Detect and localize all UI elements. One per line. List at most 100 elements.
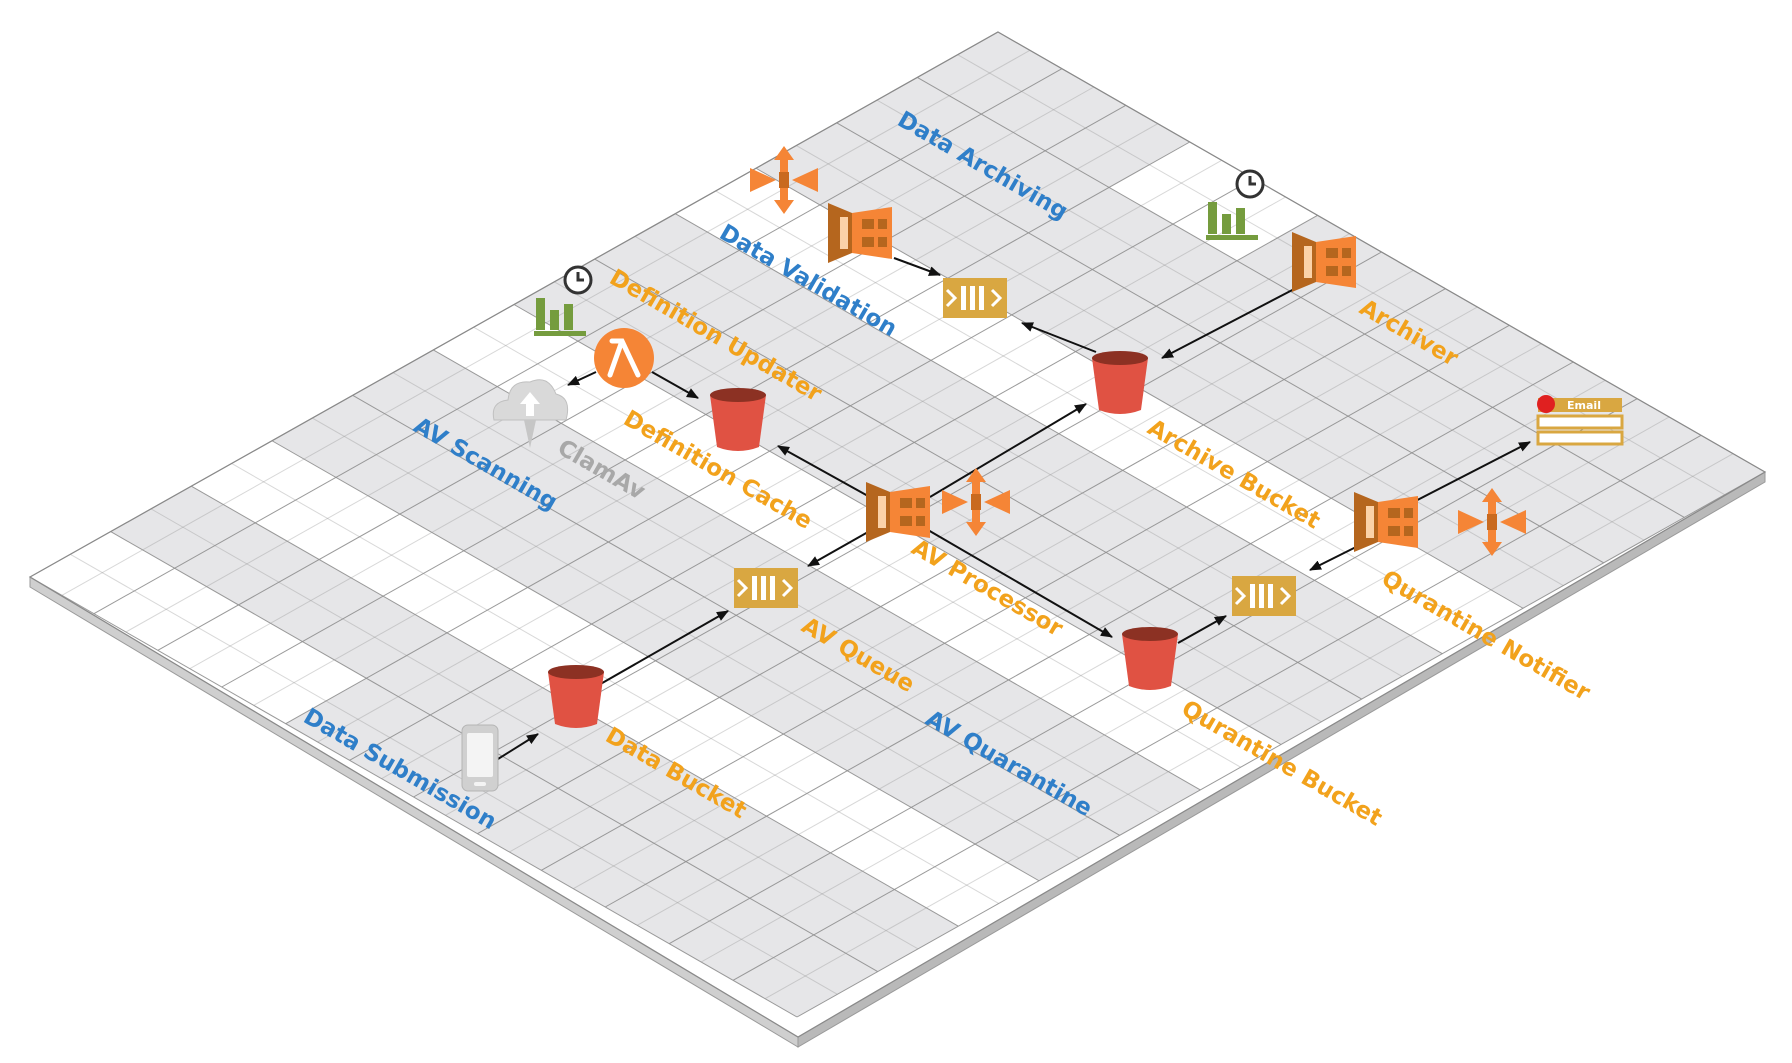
bucket-icon bbox=[548, 665, 604, 728]
grid-cell bbox=[991, 716, 1137, 799]
grid-cell bbox=[1411, 407, 1557, 490]
grid-cell bbox=[352, 349, 498, 432]
grid-cell bbox=[658, 250, 804, 333]
mobile-device-icon bbox=[461, 724, 499, 792]
grid-cell bbox=[978, 433, 1123, 516]
arrow-quarantine-bucket-to-queue bbox=[1177, 615, 1227, 644]
grid-cell bbox=[608, 496, 753, 579]
grid-cell bbox=[622, 779, 767, 862]
grid-cell bbox=[1173, 178, 1318, 261]
grid-cell bbox=[944, 597, 1090, 680]
grid-cell bbox=[413, 751, 559, 834]
grid-cell bbox=[894, 844, 1039, 927]
grid-cell bbox=[1106, 507, 1251, 590]
grid-line bbox=[352, 394, 1120, 836]
email-notification-icon: Email bbox=[1536, 395, 1624, 446]
grid-cell bbox=[1136, 707, 1281, 790]
grid-cell bbox=[638, 697, 784, 780]
grid-cell bbox=[931, 314, 1076, 397]
grid-cell bbox=[302, 596, 447, 679]
arrow-archiver-to-archive-bucket bbox=[1161, 285, 1301, 359]
grid-cell bbox=[591, 578, 737, 661]
grid-cell bbox=[847, 725, 992, 808]
grid-cell bbox=[1300, 252, 1446, 335]
grid-cell bbox=[1042, 470, 1187, 553]
grid-cell bbox=[1008, 634, 1154, 717]
grid-line bbox=[473, 326, 1241, 768]
grid-cell bbox=[494, 706, 639, 789]
grid-cell bbox=[685, 816, 831, 899]
grid-cell bbox=[541, 824, 686, 907]
lambda-icon bbox=[594, 328, 654, 388]
grid-cell bbox=[1539, 480, 1685, 563]
grid-cell bbox=[1297, 617, 1443, 700]
grid-cell bbox=[836, 77, 982, 160]
grid-cell bbox=[911, 762, 1056, 845]
auto-scaling-icon bbox=[750, 146, 818, 214]
grid-cell bbox=[1364, 288, 1510, 371]
grid-cell bbox=[366, 632, 511, 715]
grid-cell bbox=[221, 641, 367, 724]
grid-cell bbox=[1203, 379, 1348, 462]
grid-cell bbox=[285, 678, 431, 761]
grid-line bbox=[675, 213, 1443, 655]
grid-cell bbox=[641, 332, 787, 415]
grid-cell bbox=[174, 522, 320, 605]
grid-cell bbox=[349, 714, 495, 797]
grid-cell bbox=[477, 788, 622, 871]
grid-cell bbox=[1028, 187, 1173, 270]
grid-line bbox=[150, 508, 919, 950]
grid-cell bbox=[722, 287, 868, 370]
grid-cell bbox=[769, 405, 915, 488]
grid-cell bbox=[238, 559, 384, 642]
grid-cell bbox=[749, 852, 895, 935]
grid-cell bbox=[669, 898, 814, 981]
grid-cell bbox=[561, 377, 706, 460]
grid-cell bbox=[830, 807, 976, 890]
grid-cell bbox=[1475, 444, 1621, 527]
arrow-notifier-to-email bbox=[1397, 441, 1531, 511]
arrow-processor-to-av-queue bbox=[807, 531, 869, 567]
arrow-notifier-to-queue bbox=[1309, 543, 1363, 571]
ecs-container-icon bbox=[1354, 492, 1418, 552]
grid-cell bbox=[319, 514, 464, 597]
queue-icon bbox=[1232, 576, 1296, 616]
grid-cell bbox=[964, 150, 1110, 233]
arrow-archive-bucket-to-queue bbox=[1021, 322, 1097, 353]
grid-cell bbox=[1072, 671, 1218, 754]
bucket-icon bbox=[710, 388, 766, 451]
auto-scaling-icon bbox=[1458, 488, 1526, 556]
grid-cell bbox=[463, 505, 609, 588]
grid-cell bbox=[1378, 571, 1523, 654]
grid-cell bbox=[1348, 370, 1493, 453]
grid-cell bbox=[702, 734, 848, 817]
grid-cell bbox=[816, 524, 962, 607]
arrow-processor-to-archive-bucket bbox=[929, 403, 1087, 498]
grid-cell bbox=[30, 531, 175, 614]
grid-cell bbox=[1220, 297, 1365, 380]
grid-cell bbox=[914, 397, 1059, 480]
grid-cell bbox=[1055, 753, 1201, 836]
grid-cell bbox=[1217, 662, 1362, 745]
grid-line bbox=[271, 440, 1040, 882]
queue-icon bbox=[734, 568, 798, 608]
grid-cell bbox=[574, 660, 720, 743]
grid-cell bbox=[399, 468, 545, 551]
icons: Email bbox=[461, 146, 1624, 792]
grid-line bbox=[29, 576, 798, 1018]
grid-cell bbox=[335, 432, 481, 515]
bucket-icon bbox=[1092, 351, 1148, 414]
ecs-container-icon bbox=[828, 203, 892, 263]
arrow-device-to-data-bucket bbox=[497, 733, 539, 760]
grid-cell bbox=[880, 561, 1026, 644]
grid-cell bbox=[544, 459, 689, 542]
grid-cell bbox=[1139, 342, 1285, 425]
grid-cell bbox=[1620, 435, 1765, 518]
grid-cell bbox=[480, 423, 626, 506]
grid-cell bbox=[93, 568, 239, 651]
grid-cell bbox=[1428, 325, 1574, 408]
grid-cell bbox=[850, 360, 995, 443]
grid-cell bbox=[786, 323, 931, 406]
scheduled-metric-icon bbox=[534, 265, 593, 336]
